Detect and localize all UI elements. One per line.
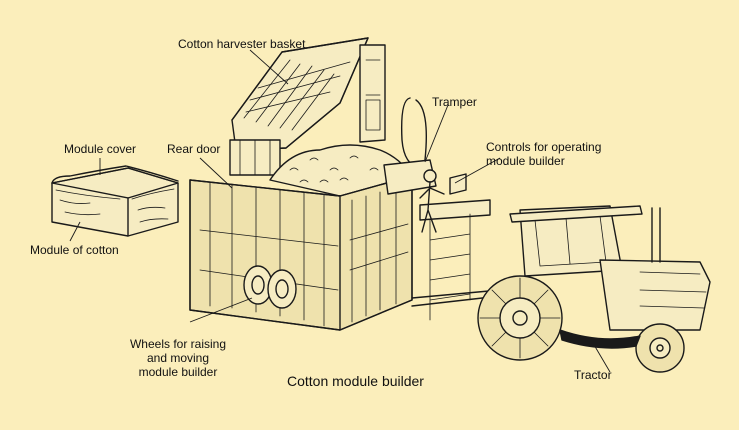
label-wheels-line1: Wheels for raising xyxy=(129,337,227,351)
label-module-cover: Module cover xyxy=(64,142,137,156)
diagram-caption: Cotton module builder xyxy=(287,373,424,389)
label-rear-door: Rear door xyxy=(167,142,221,156)
label-controls-line2: module builder xyxy=(486,154,565,168)
leader-lines xyxy=(69,49,611,373)
label-tractor: Tractor xyxy=(574,368,612,382)
module-builder-drawing xyxy=(189,37,501,331)
label-module-of-cotton: Module of cotton xyxy=(30,243,119,257)
label-harvester-basket: Cotton harvester basket xyxy=(178,37,306,51)
label-tramper: Tramper xyxy=(432,95,477,109)
label-controls-line1: Controls for operating xyxy=(486,140,602,154)
label-wheels-line3: module builder xyxy=(138,365,218,379)
label-wheels: Wheels for raising and moving module bui… xyxy=(118,337,238,379)
cotton-module-drawing xyxy=(51,165,179,237)
label-controls: Controls for operating module builder xyxy=(486,140,601,168)
label-wheels-line2: and moving xyxy=(146,351,210,365)
tractor-drawing xyxy=(477,205,711,373)
